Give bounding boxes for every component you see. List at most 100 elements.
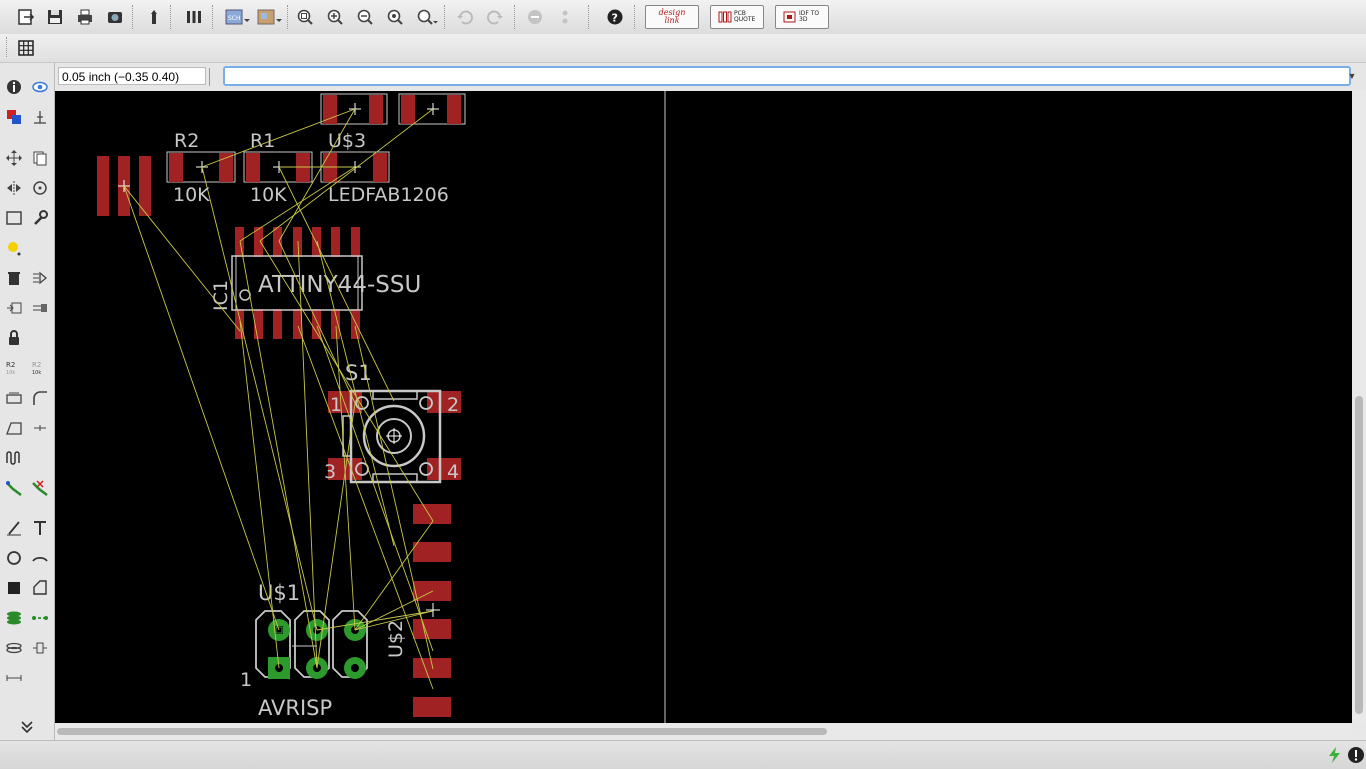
group-icon[interactable] — [3, 207, 25, 229]
us1-value: AVRISP — [258, 696, 332, 720]
svg-text:10k: 10k — [6, 370, 15, 376]
delete-icon[interactable] — [3, 267, 25, 289]
save-icon[interactable] — [43, 5, 67, 29]
mark-icon[interactable] — [29, 106, 51, 128]
r1-value: 10K — [250, 184, 287, 206]
zoom-fit-icon[interactable] — [293, 5, 317, 29]
us3-value: LEDFAB1206 — [328, 184, 449, 206]
pcb-quote-icon — [718, 11, 732, 23]
stop-command-icon[interactable] — [1347, 746, 1365, 764]
miter-icon[interactable] — [29, 387, 51, 409]
idf-to-3d-button[interactable]: IDF TO 3D — [775, 5, 829, 29]
copy-icon[interactable] — [29, 147, 51, 169]
cam-icon[interactable] — [103, 5, 127, 29]
go-icon[interactable] — [553, 5, 577, 29]
command-input[interactable] — [223, 66, 1351, 86]
help-icon[interactable]: ? — [603, 5, 627, 29]
paste-icon[interactable] — [3, 237, 25, 259]
s1-pin-1: 1 — [330, 394, 342, 416]
pcb-quote-button[interactable]: PCB QUOTE — [710, 5, 764, 29]
coordinate-display: 0.05 inch (−0.35 0.40) — [58, 67, 206, 85]
command-history-dropdown[interactable]: ▼ — [1343, 67, 1361, 85]
s1-pin-2: 2 — [447, 394, 459, 416]
info-icon[interactable] — [3, 76, 25, 98]
redo-icon[interactable] — [483, 5, 507, 29]
horizontal-scrollbar-thumb[interactable] — [57, 728, 827, 735]
header-us1-avrisp: U$1 1 AVRISP — [240, 581, 368, 720]
move-icon[interactable] — [3, 147, 25, 169]
zoom-last-icon[interactable] — [413, 5, 441, 29]
signal-icon[interactable] — [29, 607, 51, 629]
airwires — [123, 108, 434, 690]
script-icon[interactable] — [142, 5, 166, 29]
r2-value: 10K — [173, 184, 210, 206]
attribute-icon[interactable] — [29, 637, 51, 659]
header-us2: U$2 — [385, 504, 451, 717]
main-toolbar: SCH ? design link PCB QUOTE — [0, 0, 1366, 35]
zoom-select-icon[interactable] — [383, 5, 407, 29]
lock-icon[interactable] — [3, 327, 25, 349]
board-canvas[interactable]: R2 10K R1 10K U$3 LEDFAB1206 — [55, 91, 1352, 723]
idf-label: IDF TO 3D — [799, 10, 820, 23]
svg-text:R2: R2 — [32, 361, 41, 369]
sch-label: SCH — [228, 15, 241, 22]
ic1-name: IC1 — [210, 280, 232, 311]
expand-palette-icon[interactable] — [16, 716, 38, 738]
grid-icon[interactable] — [14, 36, 38, 60]
mirror-icon[interactable] — [3, 177, 25, 199]
show-icon[interactable] — [29, 76, 51, 98]
toolbar-separator — [132, 5, 134, 29]
dimension-icon[interactable] — [3, 667, 25, 689]
zoom-out-icon[interactable] — [353, 5, 377, 29]
design-link-button[interactable]: design link — [645, 5, 699, 29]
toolbar-separator — [287, 5, 289, 29]
rectangle-icon[interactable] — [3, 577, 25, 599]
ripup-icon[interactable] — [29, 477, 51, 499]
coordinate-separator — [209, 68, 210, 86]
meander-icon[interactable] — [3, 447, 25, 469]
rotate-icon[interactable] — [29, 177, 51, 199]
text-icon[interactable] — [29, 517, 51, 539]
stop-icon[interactable] — [523, 5, 547, 29]
ic1-attiny44: ATTINY44-SSU IC1 — [210, 227, 421, 339]
polygon-icon[interactable] — [29, 577, 51, 599]
print-icon[interactable] — [73, 5, 97, 29]
replace-icon[interactable] — [3, 297, 25, 319]
ulp-icon[interactable] — [182, 5, 206, 29]
s1-pin-4: 4 — [447, 461, 459, 483]
svg-text:R2: R2 — [6, 361, 15, 369]
open-icon[interactable] — [14, 5, 38, 29]
board-icon[interactable] — [254, 5, 284, 29]
idf-icon — [783, 11, 796, 23]
wire-icon[interactable] — [3, 517, 25, 539]
optimize-icon[interactable] — [29, 417, 51, 439]
arc-icon[interactable] — [29, 547, 51, 569]
board-drawing[interactable]: R2 10K R1 10K U$3 LEDFAB1206 — [55, 91, 1352, 723]
vertical-scrollbar[interactable] — [1352, 91, 1366, 723]
split-icon[interactable] — [3, 417, 25, 439]
svg-text:10k: 10k — [32, 370, 41, 376]
us1-pin1-label: 1 — [240, 669, 252, 691]
chevron-down-icon: ▼ — [1347, 71, 1357, 81]
resistor-r2: R2 10K — [166, 130, 236, 206]
led-us3: U$3 LEDFAB1206 — [320, 130, 449, 206]
change-icon[interactable] — [29, 207, 51, 229]
zoom-in-icon[interactable] — [323, 5, 347, 29]
undo-icon[interactable] — [453, 5, 477, 29]
lightning-icon[interactable] — [1326, 746, 1344, 764]
circle-icon[interactable] — [3, 547, 25, 569]
vertical-scrollbar-thumb[interactable] — [1355, 396, 1363, 714]
display-layers-icon[interactable] — [3, 106, 25, 128]
via-icon[interactable] — [3, 607, 25, 629]
add-icon[interactable] — [29, 267, 51, 289]
route-icon[interactable] — [3, 477, 25, 499]
swap-icon[interactable] — [29, 297, 51, 319]
horizontal-scrollbar[interactable] — [55, 723, 1352, 739]
ic1-value: ATTINY44-SSU — [258, 272, 421, 298]
smash-icon[interactable] — [3, 387, 25, 409]
schematic-icon[interactable]: SCH — [222, 5, 252, 29]
hole-icon[interactable] — [3, 637, 25, 659]
